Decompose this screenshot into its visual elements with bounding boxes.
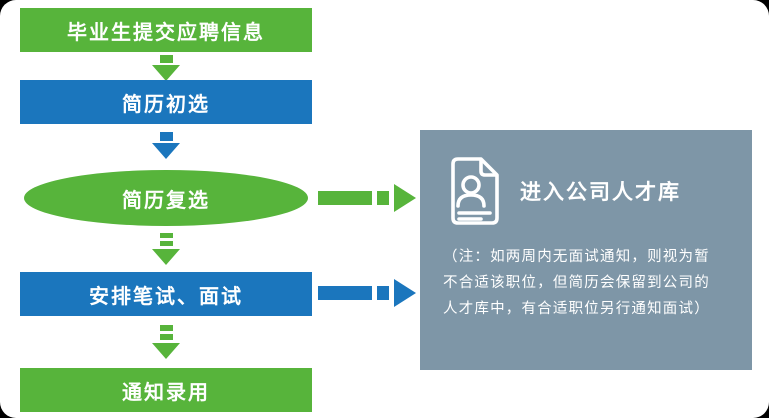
arrow-head xyxy=(152,343,180,359)
flow-step-arrange-test-interview-label: 安排笔试、面试 xyxy=(89,285,243,308)
arrow-head xyxy=(152,143,180,159)
talent-pool-header: 进入公司人才库 xyxy=(420,130,752,226)
arrow-head xyxy=(152,249,180,265)
flow-step-resume-initial-screening: 简历初选 xyxy=(20,80,312,124)
arrow-shaft xyxy=(318,286,372,300)
arrow-shaft xyxy=(159,241,173,246)
arrow-head xyxy=(152,65,180,81)
arrow-right-to-talent-pool-icon xyxy=(318,184,416,212)
arrow-shaft xyxy=(159,334,173,340)
note-line-1: （注：如两周内无面试通知，则视为暂 xyxy=(443,249,710,265)
arrow-down-4-icon xyxy=(152,325,180,359)
arrow-shaft xyxy=(318,191,372,205)
arrow-shaft xyxy=(159,325,173,331)
talent-pool-note: （注：如两周内无面试通知，则视为暂 不合适该职位，但简历会保留到公司的 人才库中… xyxy=(420,226,752,322)
flow-step-notify-employment: 通知录用 xyxy=(20,368,312,412)
talent-pool-title: 进入公司人才库 xyxy=(520,181,681,204)
arrow-shaft xyxy=(159,233,173,238)
flow-step-arrange-test-interview: 安排笔试、面试 xyxy=(20,272,312,316)
arrow-shaft xyxy=(159,55,173,63)
arrow-down-3-icon xyxy=(152,233,180,265)
resume-document-icon xyxy=(446,156,504,226)
flow-step-resume-reselection-label: 简历复选 xyxy=(122,189,210,212)
arrow-right-to-talent-pool-2-icon xyxy=(318,279,416,307)
arrow-shaft xyxy=(377,191,389,205)
flow-step-notify-employment-label: 通知录用 xyxy=(122,381,210,404)
arrow-shaft xyxy=(159,132,173,141)
arrow-down-1-icon xyxy=(152,55,180,81)
arrow-down-2-icon xyxy=(152,132,180,159)
flow-step-resume-initial-screening-label: 简历初选 xyxy=(122,93,210,116)
arrow-head xyxy=(394,279,416,307)
note-line-2: 不合适该职位，但简历会保留到公司的 xyxy=(443,275,710,292)
arrow-head xyxy=(394,184,416,212)
flow-step-submit-info-label: 毕业生提交应聘信息 xyxy=(67,21,265,44)
flow-step-submit-info: 毕业生提交应聘信息 xyxy=(20,8,312,52)
note-line-3: 人才库中，有合适职位另行通知面试） xyxy=(443,301,710,318)
talent-pool-panel: 进入公司人才库 （注：如两周内无面试通知，则视为暂 不合适该职位，但简历会保留到… xyxy=(420,130,752,370)
arrow-shaft xyxy=(377,286,389,300)
flow-step-resume-reselection: 简历复选 xyxy=(24,170,308,226)
